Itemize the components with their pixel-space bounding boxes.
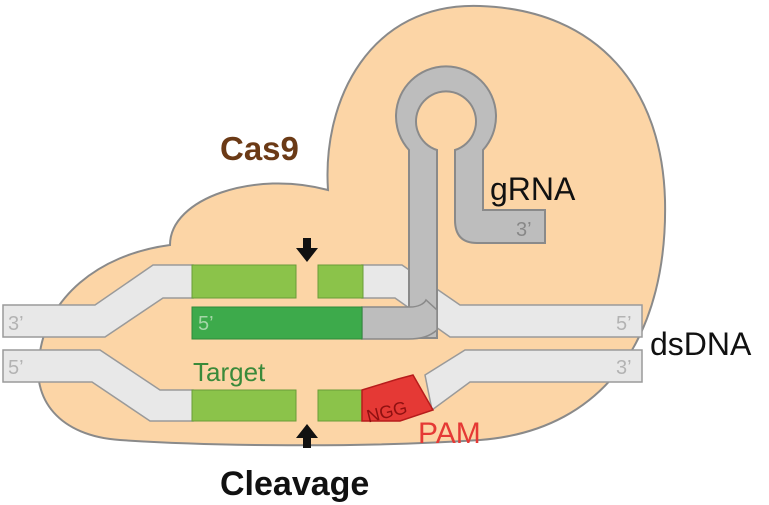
dsdna-label: dsDNA — [650, 326, 752, 362]
grna-backbone — [395, 65, 546, 339]
pam-label: PAM — [418, 417, 481, 450]
target-strand-top-right — [317, 264, 364, 299]
spacer-5prime-label: 5’ — [198, 313, 214, 335]
target-strand-top-left — [191, 264, 297, 299]
grna-spacer — [191, 306, 363, 340]
bottom-right-end-label: 3’ — [616, 357, 632, 379]
top-right-end-label: 5’ — [616, 313, 632, 335]
cleavage-label: Cleavage — [220, 465, 369, 503]
top-left-end-label: 3’ — [8, 313, 24, 335]
arrow-down-icon — [296, 238, 318, 262]
target-strand-bottom-right — [317, 389, 364, 422]
arrow-up-icon — [296, 424, 318, 448]
grna-stem — [361, 298, 438, 340]
bottom-left-end-label: 5’ — [8, 357, 24, 379]
grna-label: gRNA — [490, 171, 576, 207]
pam-region — [361, 374, 435, 422]
grna-3prime-label: 3’ — [516, 219, 532, 241]
cas9-label: Cas9 — [220, 130, 299, 167]
target-strand-bottom-left — [191, 389, 297, 422]
target-label: Target — [193, 357, 266, 387]
